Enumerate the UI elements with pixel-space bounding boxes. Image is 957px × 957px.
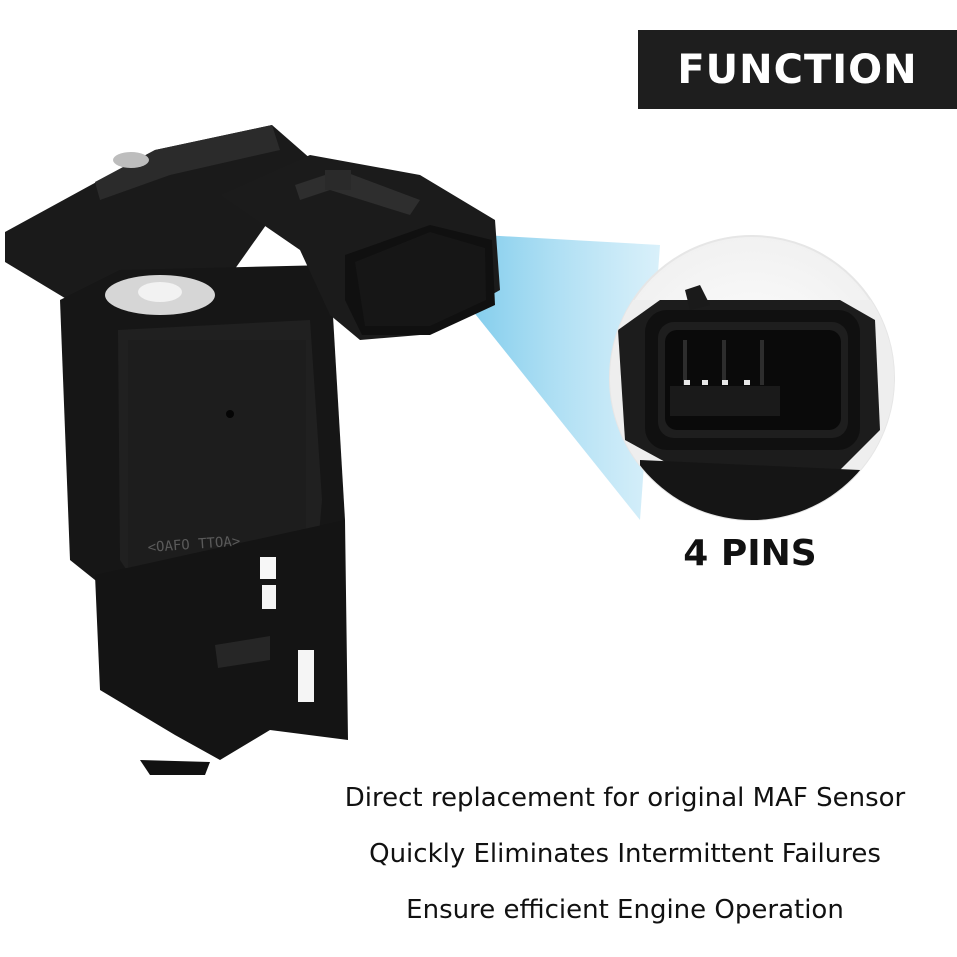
feature-list: Direct replacement for original MAF Sens…	[300, 776, 950, 944]
title-banner: FUNCTION	[638, 30, 957, 109]
connector-plug	[220, 155, 500, 340]
part-marking: <OAFO TTOA>	[147, 534, 241, 556]
sensor-body	[5, 125, 348, 775]
page-title: FUNCTION	[677, 46, 918, 93]
feature-item: Direct replacement for original MAF Sens…	[344, 783, 906, 813]
connector-zoom-view	[609, 235, 895, 521]
feature-item: Quickly Eliminates Intermittent Failures	[369, 839, 881, 869]
feature-item: Ensure efficient Engine Operation	[406, 895, 844, 925]
pin-count-label: 4 PINS	[683, 533, 817, 574]
